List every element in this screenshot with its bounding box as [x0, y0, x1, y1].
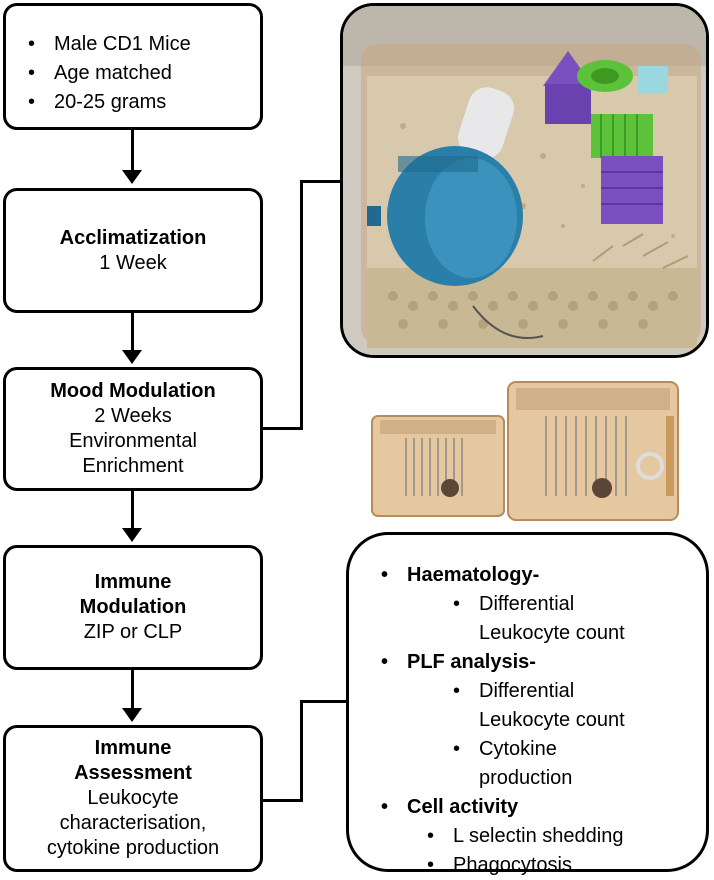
- assessment-item: Cytokine production: [451, 735, 619, 793]
- immune-assessment-line: cytokine production: [46, 837, 220, 859]
- acclimatization-duration: 1 Week: [99, 251, 167, 274]
- cell-activity-items: L selectin shedding Phagocytosis: [425, 822, 696, 880]
- assessment-item: Differential Leukocyte count: [451, 590, 659, 648]
- criteria-box: Male CD1 Mice Age matched 20-25 grams: [3, 3, 263, 130]
- cage-comparison-illustration: [366, 376, 684, 526]
- immune-assessment-box: Immune Assessment Leukocyte characterisa…: [3, 725, 263, 872]
- connector-line: [263, 427, 303, 430]
- mood-modulation-box: Mood Modulation 2 Weeks Environmental En…: [3, 367, 263, 491]
- assessment-item: Phagocytosis: [425, 851, 696, 880]
- immune-assessment-title: Immune: [94, 737, 172, 759]
- criteria-item: 20-25 grams: [26, 88, 250, 117]
- acclimatization-box: Acclimatization 1 Week: [3, 188, 263, 313]
- assessment-sections: Cell activity: [379, 793, 696, 822]
- assessment-item: Differential Leukocyte count: [451, 677, 659, 735]
- connector-line: [263, 799, 303, 802]
- immune-modulation-title: Modulation: [79, 596, 187, 618]
- plf-items: Differential Leukocyte count Cytokine pr…: [451, 677, 696, 793]
- acclimatization-title: Acclimatization: [59, 226, 207, 249]
- assessment-sections: Haematology-: [379, 561, 696, 590]
- flow-arrow: [131, 670, 134, 709]
- assessment-item: L selectin shedding: [425, 822, 696, 851]
- haematology-items: Differential Leukocyte count: [451, 590, 696, 648]
- section-heading-haematology: Haematology-: [379, 561, 696, 590]
- mood-line: Environmental: [69, 430, 197, 452]
- criteria-item: Male CD1 Mice: [26, 30, 250, 59]
- criteria-item: Age matched: [26, 59, 250, 88]
- flow-arrow: [131, 313, 134, 351]
- criteria-list: Male CD1 Mice Age matched 20-25 grams: [26, 30, 250, 117]
- section-heading-plf: PLF analysis-: [379, 648, 696, 677]
- arrow-head-icon: [122, 350, 142, 364]
- cage-comparison-photo: [366, 376, 684, 526]
- connector-line: [300, 180, 346, 183]
- flow-arrow: [131, 130, 134, 172]
- immune-modulation-title: Immune: [94, 571, 172, 593]
- arrow-head-icon: [122, 528, 142, 542]
- arrow-head-icon: [122, 170, 142, 184]
- immune-modulation-method: ZIP or CLP: [83, 621, 183, 643]
- assessment-sections: PLF analysis-: [379, 648, 696, 677]
- connector-line: [300, 700, 346, 703]
- connector-line: [300, 700, 303, 802]
- mood-line: Enrichment: [82, 455, 184, 477]
- immune-assessment-line: Leukocyte: [87, 787, 179, 809]
- section-heading-cell-activity: Cell activity: [379, 793, 696, 822]
- assessment-details-box: Haematology- Differential Leukocyte coun…: [346, 532, 709, 880]
- enriched-cage-photo: [340, 3, 709, 358]
- immune-modulation-box: Immune Modulation ZIP or CLP: [3, 545, 263, 670]
- flow-arrow: [131, 491, 134, 529]
- mood-modulation-title: Mood Modulation: [50, 380, 216, 402]
- connector-line: [300, 180, 303, 430]
- immune-assessment-title: Assessment: [74, 762, 192, 784]
- arrow-head-icon: [122, 708, 142, 722]
- immune-assessment-line: characterisation,: [59, 812, 207, 834]
- enriched-cage-illustration: [343, 6, 706, 355]
- mood-duration: 2 Weeks: [94, 405, 172, 427]
